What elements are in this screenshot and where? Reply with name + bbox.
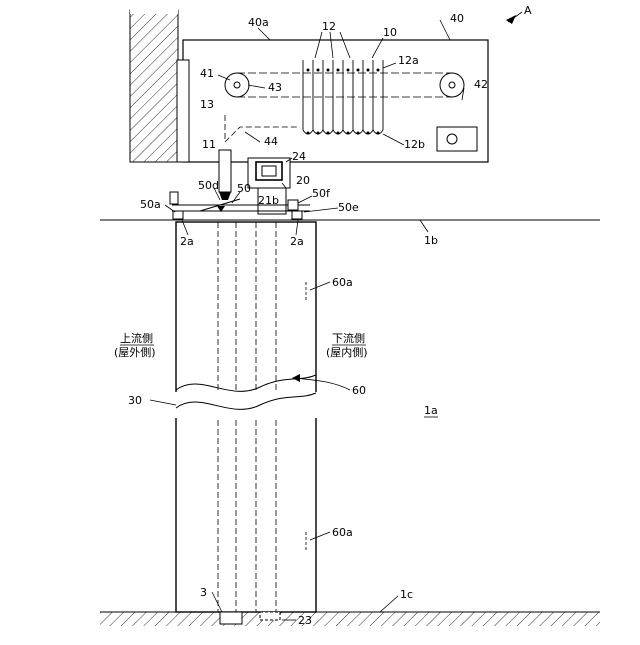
label-43: 43 [268,81,282,94]
label-23: 23 [298,614,312,627]
label-50f: 50f [312,187,331,200]
downstream-sub-label: (屋内側) [326,345,368,359]
wall-section [130,8,178,162]
label-50: 50 [237,182,251,195]
label-60a-top: 60a [332,276,353,289]
label-20: 20 [296,174,310,187]
label-10: 10 [383,26,397,39]
rail-assembly [170,192,310,219]
label-3: 3 [200,586,207,599]
label-50d: 50d [198,179,219,192]
label-42: 42 [474,78,488,91]
label-A: A [524,4,532,17]
label-2a-right: 2a [290,235,304,248]
downstream-label: 下流側 [332,331,365,345]
label-1b: 1b [424,234,438,247]
label-1c: 1c [400,588,413,601]
machine-unit [177,40,488,162]
label-1a: 1a [424,404,438,417]
label-40: 40 [450,12,464,25]
label-12a: 12a [398,54,419,67]
floor-section [100,612,600,626]
label-30: 30 [128,394,142,407]
label-12: 12 [322,20,336,33]
label-50e: 50e [338,201,359,214]
label-60: 60 [352,384,366,397]
label-44: 44 [264,135,278,148]
door-panel [170,222,322,624]
label-13: 13 [200,98,214,111]
label-40a: 40a [248,16,269,29]
upstream-sub-label: (屋外側) [114,346,156,359]
label-12b: 12b [404,138,425,151]
label-60a-bottom: 60a [332,526,353,539]
label-2a-left: 2a [180,235,194,248]
label-24: 24 [292,150,306,163]
label-11: 11 [202,138,216,151]
label-41: 41 [200,67,214,80]
label-21b: 21b [258,194,279,207]
upstream-label: 上流側 [120,331,153,345]
label-50a: 50a [140,198,161,211]
nozzle [219,150,231,200]
